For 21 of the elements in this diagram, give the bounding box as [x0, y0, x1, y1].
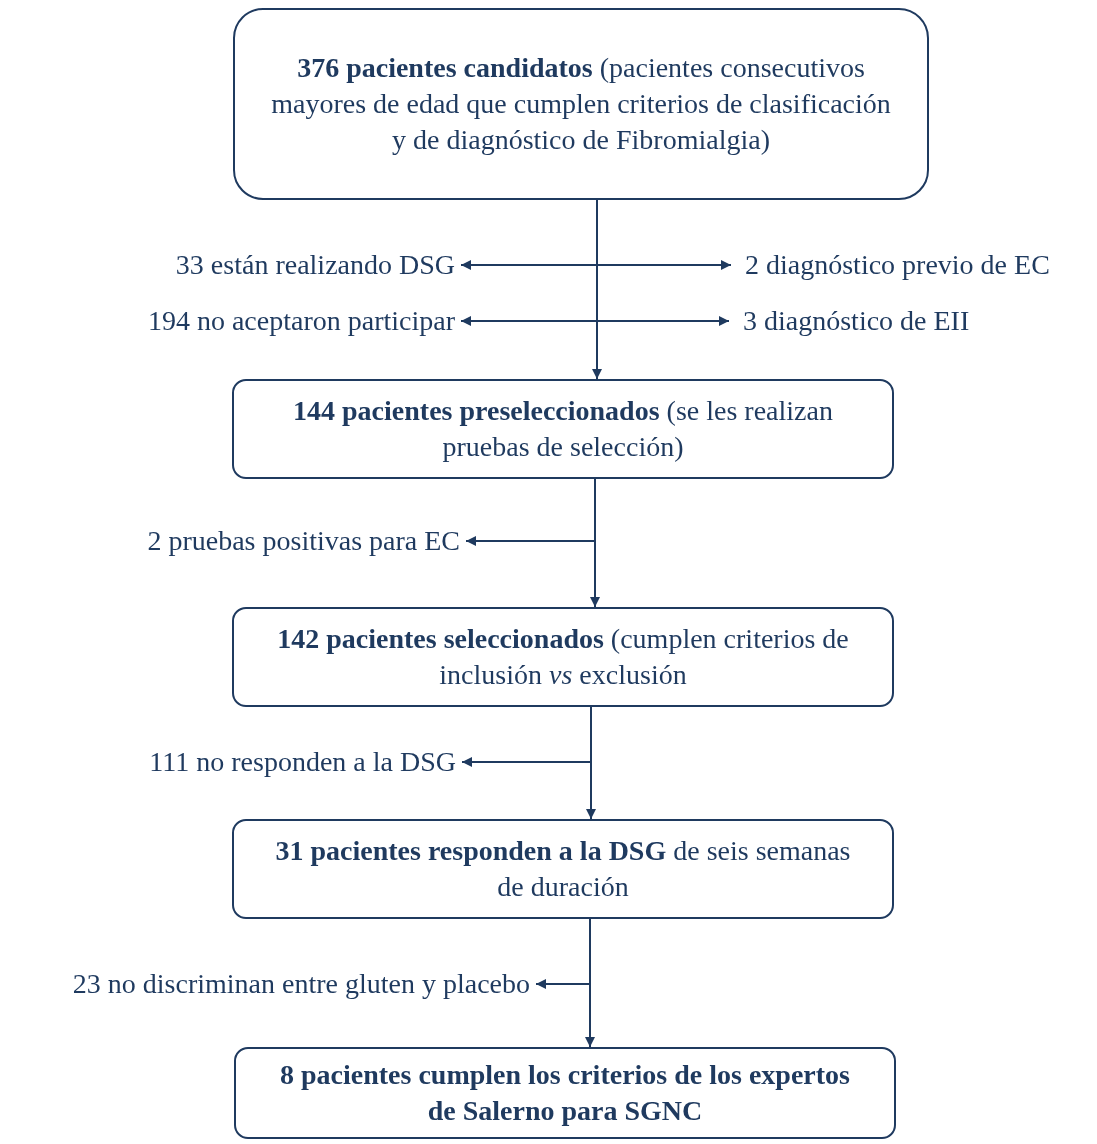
- process-box: [234, 1047, 896, 1139]
- arrow: [596, 199, 730, 326]
- box-text: 31 pacientes responden a la DSG de seis semanas de duración: [274, 834, 852, 904]
- box-text: 8 pacientes cumplen los criterios de los expertos de Salerno para SGNC: [279, 1058, 851, 1128]
- exclusion-note: 33 están realizando DSG: [175, 248, 455, 282]
- arrow: [465, 478, 596, 546]
- arrow: [461, 706, 592, 767]
- exclusion-note: 111 no responden a la DSG: [149, 745, 456, 779]
- process-box: [232, 607, 894, 707]
- box-text: 376 pacientes candidatos (pacientes consecutivos mayores de edad que cumplen criterios de clasificación y de diagnóstico de Fibromialgia): [270, 51, 892, 157]
- process-box: [232, 819, 894, 919]
- exclusion-note: 194 no aceptaron participar: [147, 304, 455, 338]
- box-text: 144 pacientes preseleccionados (se les realizan pruebas de selección): [292, 394, 834, 464]
- box-text: 142 pacientes seleccionados (cumplen criterios de inclusión vs exclusión: [276, 622, 850, 692]
- exclusion-note: 2 diagnóstico previo de EC: [745, 248, 1050, 282]
- exclusion-note: 23 no discriminan entre gluten y placebo: [72, 967, 530, 1001]
- process-box: [232, 379, 894, 479]
- exclusion-note: 3 diagnóstico de EII: [743, 304, 970, 338]
- exclusion-note: 2 pruebas positivas para EC: [147, 524, 460, 558]
- arrow: [535, 918, 591, 989]
- process-box: [233, 8, 929, 200]
